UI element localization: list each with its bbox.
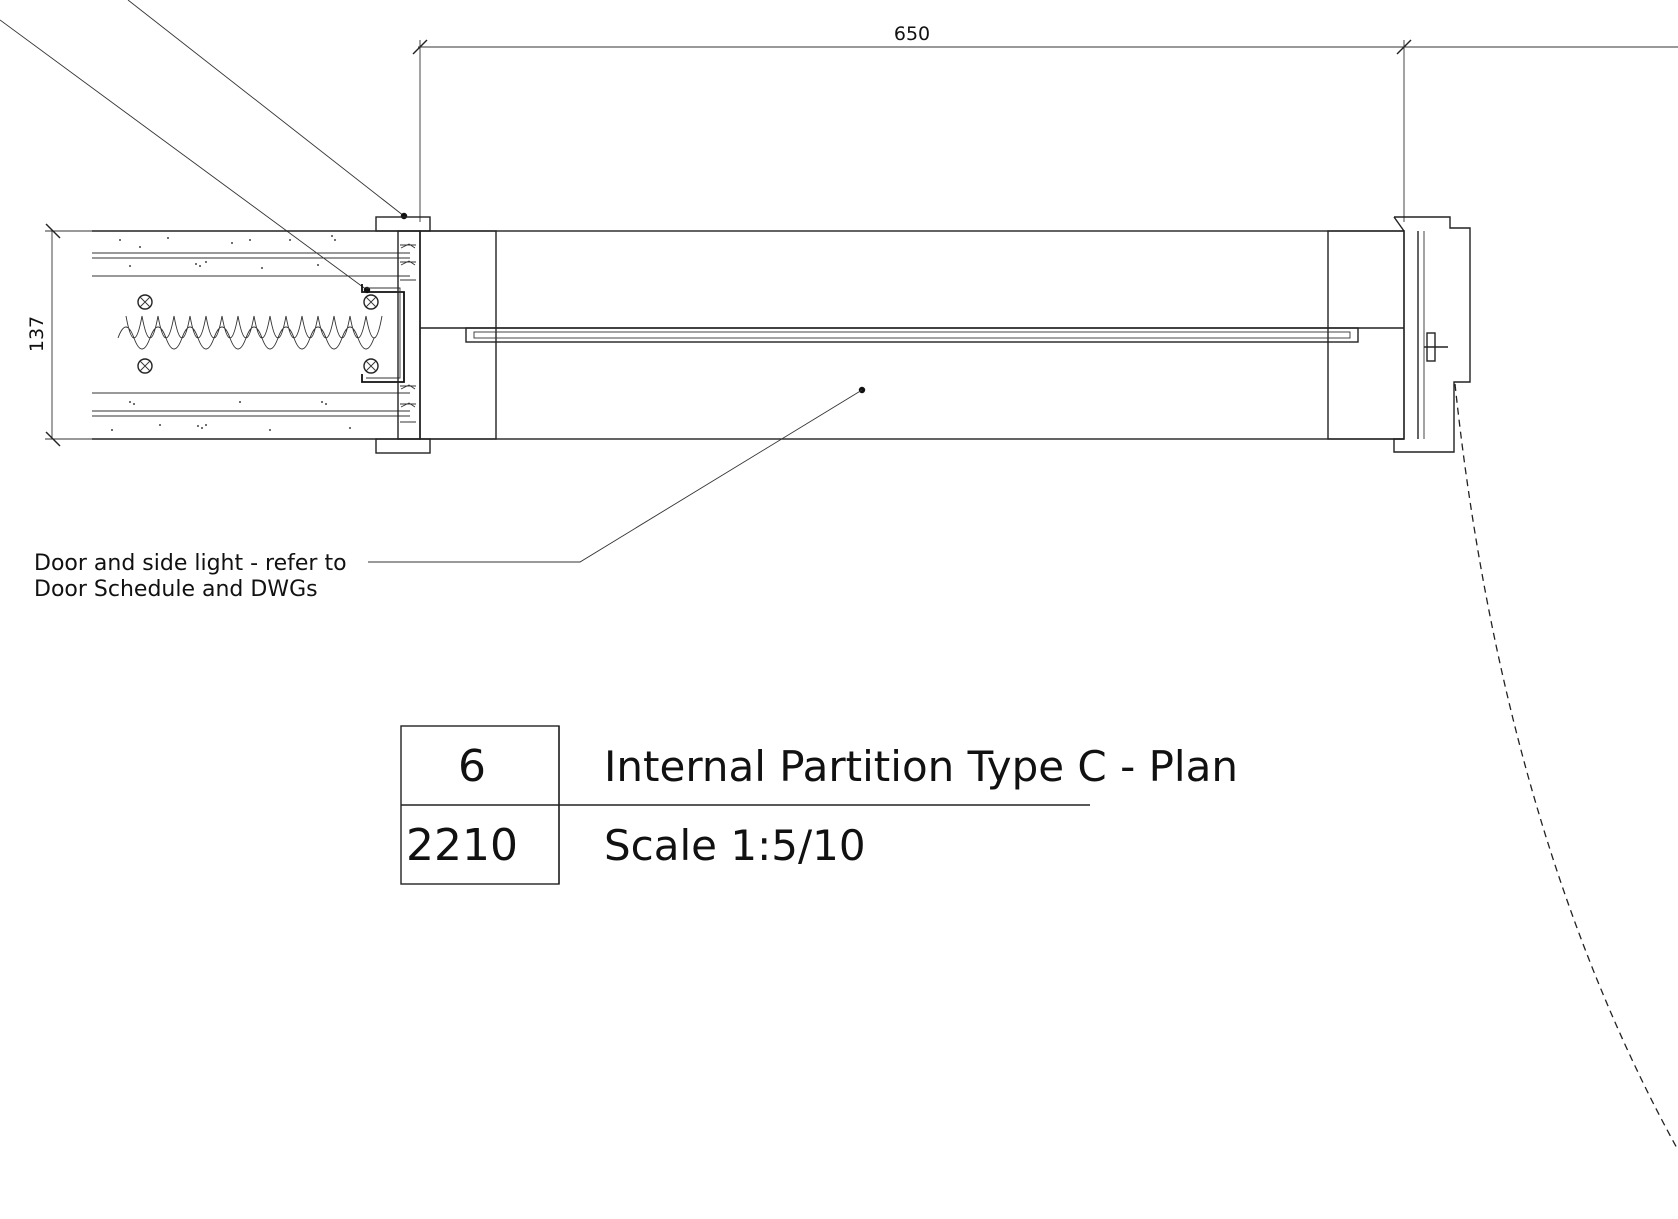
door-leaf-glazing: [465, 327, 1359, 343]
detail-number: 6: [458, 741, 486, 792]
door-frame-outline: [419, 230, 1405, 440]
dimension-137-label: 137: [26, 316, 48, 352]
wall-fixings: [400, 243, 416, 423]
door-jamb-left: [419, 230, 497, 440]
partition-wall-section: [92, 216, 431, 454]
door-assembly: [419, 230, 1405, 440]
leader-lines-top-left: [0, 0, 408, 294]
dimension-650-label: 650: [894, 23, 930, 45]
annotation-line-2: Door Schedule and DWGs: [34, 577, 318, 602]
title-block: 6 2210 Internal Partition Type C - Plan …: [400, 725, 1238, 885]
architrave-left-bottom: [375, 438, 431, 454]
plasterboard-texture: [111, 235, 351, 431]
door-annotation: Door and side light - refer to Door Sche…: [34, 389, 863, 602]
drawing-title: Internal Partition Type C - Plan: [604, 742, 1238, 791]
annotation-line-1: Door and side light - refer to: [34, 551, 347, 576]
dimension-650: 650: [412, 23, 1678, 222]
hinge-side-frame: [1393, 216, 1678, 1151]
steel-stud: [361, 284, 405, 383]
door-jamb-right: [1327, 230, 1405, 440]
architrave-left-top: [375, 216, 431, 232]
dimension-137: 137: [26, 223, 92, 447]
sheet-number: 2210: [406, 820, 518, 871]
drawing-scale: Scale 1:5/10: [604, 821, 866, 870]
door-swing-arc: [1454, 383, 1678, 1151]
insulation-batt: [117, 315, 383, 350]
screw-heads: [137, 294, 379, 374]
